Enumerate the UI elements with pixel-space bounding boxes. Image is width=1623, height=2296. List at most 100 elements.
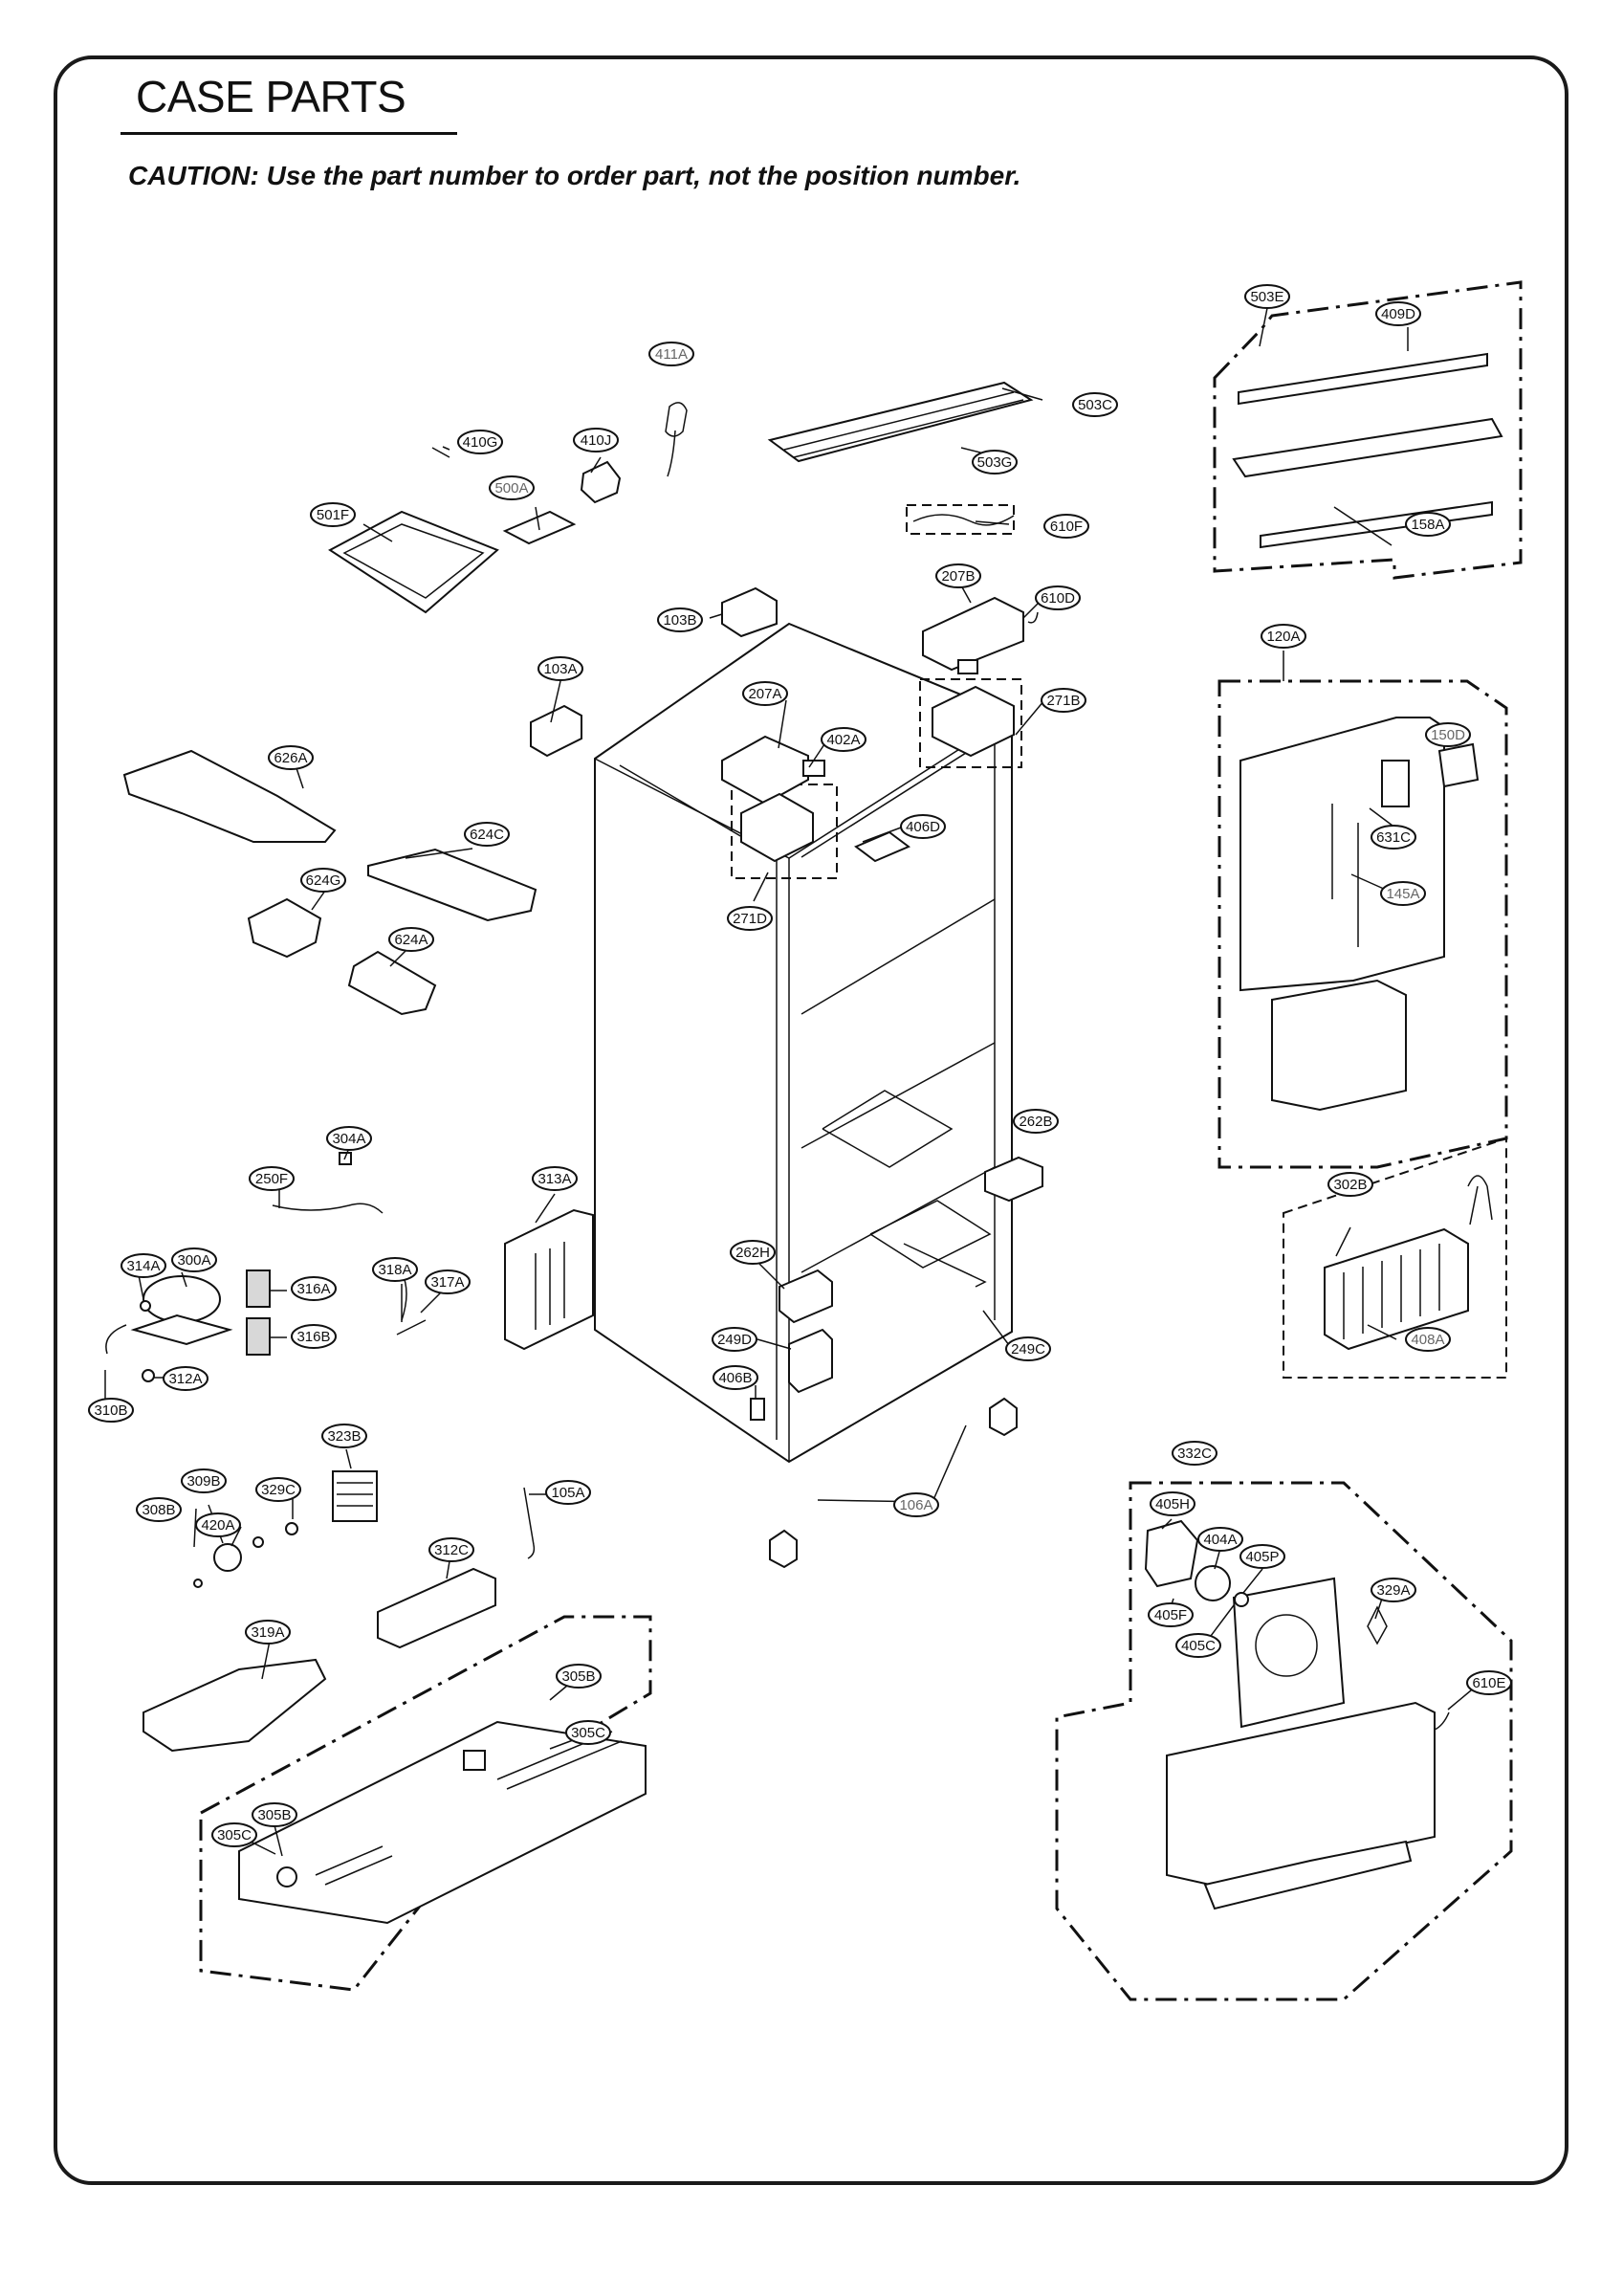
part-410j: [580, 460, 622, 504]
callout-262h: 262H: [730, 1240, 776, 1265]
callout-text: 405C: [1181, 1638, 1216, 1654]
callout-bubble: [489, 475, 535, 500]
callout-text: 312A: [168, 1371, 202, 1387]
callout-bubble: [255, 1477, 301, 1502]
callout-bubble: [300, 868, 346, 893]
part-314a: [140, 1300, 151, 1312]
callout-text: 305C: [571, 1725, 605, 1741]
fan-323b: [332, 1470, 378, 1522]
callout-text: 411A: [655, 346, 688, 363]
hinge-detail-box-right: [919, 678, 1022, 768]
callout-bubble: [1244, 284, 1290, 309]
part-626a: [122, 749, 337, 843]
callout-317a: 317A: [425, 1269, 471, 1294]
callout-text: 503C: [1078, 397, 1112, 413]
callout-text: 120A: [1266, 629, 1300, 645]
callout-bubble: [252, 1802, 297, 1827]
callout-bubble: [388, 927, 434, 952]
callout-text: 405H: [1155, 1496, 1190, 1512]
callout-bubble: [1371, 1578, 1416, 1602]
callout-bubble: [1072, 392, 1118, 417]
callout-bubble: [291, 1324, 337, 1349]
callout-bubble: [1405, 512, 1451, 537]
part-316b: [246, 1317, 271, 1356]
callout-bubble: [163, 1366, 208, 1391]
callout-text: 503E: [1250, 289, 1283, 305]
callout-text: 329C: [261, 1482, 296, 1498]
callout-409d: 409D: [1375, 301, 1421, 326]
part-631c: [1381, 760, 1410, 807]
callout-text: 406B: [718, 1370, 752, 1386]
callout-text: 329A: [1376, 1582, 1410, 1599]
evaporator-group: [1283, 1137, 1507, 1379]
callout-text: 302B: [1333, 1177, 1367, 1193]
callout-319a: 319A: [245, 1620, 291, 1645]
callout-text: 405F: [1154, 1607, 1187, 1623]
callout-bubble: [88, 1398, 134, 1423]
callout-text: 402A: [826, 732, 860, 748]
callout-text: 308B: [142, 1502, 175, 1518]
callout-323b: 323B: [321, 1424, 367, 1448]
harness-610f: [912, 514, 1015, 526]
callout-text: 624C: [470, 827, 504, 843]
callout-bubble: [893, 1492, 939, 1517]
fan-shroud-405p: [1232, 1577, 1346, 1729]
callout-262b: 262B: [1013, 1109, 1059, 1134]
callout-bubble: [249, 1166, 295, 1191]
callout-310b: 310B: [88, 1398, 134, 1423]
callout-bubble: [291, 1276, 337, 1301]
callout-626a: 626A: [268, 745, 314, 770]
callout-bubble: [900, 814, 946, 839]
part-103a: [530, 704, 582, 758]
callout-text: 317A: [430, 1274, 464, 1291]
callout-bubble: [1005, 1336, 1051, 1361]
part-402a: [802, 760, 825, 777]
callout-bubble: [1239, 1544, 1285, 1569]
callout-bubble: [321, 1424, 367, 1448]
callout-text: 631C: [1376, 829, 1411, 846]
callout-312c: 312C: [428, 1537, 474, 1562]
callout-405h: 405H: [1150, 1491, 1195, 1516]
callout-bubble: [742, 681, 788, 706]
callout-bubble: [532, 1166, 578, 1191]
callout-bubble: [573, 428, 619, 453]
callout-text: 271D: [733, 911, 767, 927]
callout-bubble: [1041, 688, 1086, 713]
callout-bubble: [1425, 722, 1471, 747]
part-409d: [1238, 352, 1488, 406]
cabinet-body: [594, 622, 1013, 1464]
callout-624c: 624C: [464, 822, 510, 847]
callout-bubble: [1148, 1602, 1194, 1627]
callout-300a: 300A: [171, 1247, 217, 1272]
part-312a: [142, 1369, 155, 1382]
callout-text: 314A: [126, 1258, 160, 1274]
part-150d: [1437, 742, 1480, 788]
callout-501f: 501F: [310, 502, 356, 527]
callout-314a: 314A: [121, 1253, 166, 1278]
callout-406d: 406D: [900, 814, 946, 839]
callout-103a: 103A: [537, 656, 583, 681]
callout-text: 271B: [1046, 693, 1080, 709]
callout-bubble: [972, 450, 1018, 475]
callout-bubble: [730, 1240, 776, 1265]
callout-500a: 500A: [489, 475, 535, 500]
part-329c: [285, 1522, 298, 1535]
callout-bubble: [1375, 301, 1421, 326]
callout-bubble: [1172, 1441, 1217, 1466]
callout-bubble: [428, 1537, 474, 1562]
callout-text: 249D: [717, 1332, 752, 1348]
callout-624g: 624G: [300, 868, 346, 893]
callout-bubble: [565, 1720, 611, 1745]
callout-text: 404A: [1203, 1532, 1237, 1548]
callout-410g: 410G: [457, 430, 503, 454]
part-624g: [247, 897, 322, 959]
evaporator-302b: [1324, 1227, 1469, 1351]
callout-316a: 316A: [291, 1276, 337, 1301]
callout-text: 305B: [257, 1807, 291, 1823]
page-frame: [54, 55, 1568, 2185]
part-316a: [246, 1269, 271, 1308]
callout-271b: 271B: [1041, 688, 1086, 713]
part-plate: [1232, 417, 1503, 478]
callout-text: 406D: [906, 819, 940, 835]
fan-cover-panel: [1166, 1701, 1436, 1887]
